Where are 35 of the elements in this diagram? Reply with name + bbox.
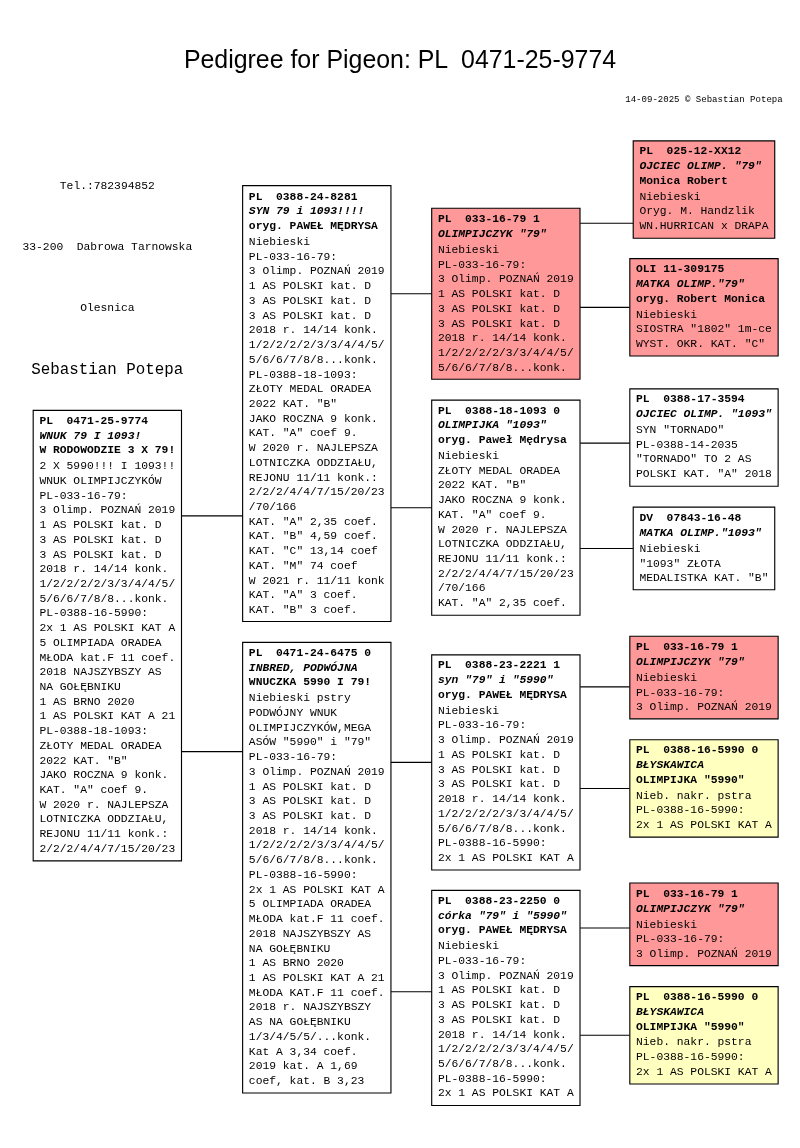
node-box: PL 0388-17-3594 OJCIEC OLIMP. "1093" SYN "TORNADO" PL-0388-14-2035 "TORNADO" TO 2 AS POLSKI KAT. "A" 2018 <box>629 387 779 487</box>
connector <box>181 750 244 752</box>
label: Olesnica <box>80 301 135 314</box>
connector <box>579 926 631 929</box>
node-box: PL 0471-24-6475 0 INBRED, PODWÓJNA WNUCZKA 5990 I 79! Niebieski pstry PODWÓJNY WNUK OLIMPIJCZYKÓW,MEGA ASÓW "5990" i "79" PL-033-16-79: 3 Olimp. POZNAŃ 2019 1 AS POLSKI kat. D 3 AS POLSKI kat. D 3 AS POLSKI kat. D 2018 r. 14/14 konk. 1/2/2/2/2/3/3/4/4/5/ 5/6/6/7/8/8...konk. PL-0388-16-5990: 2x 1 AS POLSKI KAT A 5 OLIMPIADA ORADEA MŁODA kat.F 11 coef. 2018 NAJSZYBSZY AS NA GOŁĘBNIKU 1 AS BRNO 2020 1 AS POLSKI KAT A 21 MŁODA KAT.F 11 coef. 2018 r. NAJSZYBSZY AS NA GOŁĘBNIKU 1/3/4/5/5/...konk. Kat A 3,34 coef. 2019 kat. A 1,69 coef, kat. B 3,23 <box>242 641 392 1094</box>
connector <box>579 547 634 549</box>
node-box: PL 0388-16-5990 0 BŁYSKAWICA OLIMPIJKA "5990" Nieb. nakr. pstra PL-0388-16-5990: 2x 1 AS POLSKI KAT A <box>629 738 779 838</box>
connector <box>390 506 433 508</box>
node-box: OLI 11-309175 MATKA OLIMP."79" oryg. Robert Monica Niebieski SIOSTRA "1802" 1m-ce WYST. OKR. KAT. "C" <box>629 257 779 357</box>
node-box: PL 0388-24-8281 SYN 79 i 1093!!!! oryg. PAWEŁ MĘDRYSA Niebieski PL-033-16-79: 3 Olimp. POZNAŃ 2019 1 AS POLSKI kat. D 3 AS POLSKI kat. D 3 AS POLSKI kat. D 2018 r. 14/14 konk. 1/2/2/2/2/3/3/4/4/5/ 5/6/6/7/8/8...konk. PL-0388-18-1093: ZŁOTY MEDAL ORADEA 2022 KAT. "B" JAKO ROCZNA 9 konk. KAT. "A" coef 9. W 2020 r. NAJLEPSZA LOTNICZKA ODDZIAŁU, REJONU 11/11 konk.: 2/2/2/4/4/7/15/20/23 /70/166 KAT. "A" 2,35 coef. KAT. "B" 4,59 coef. KAT. "C" 13,14 coef KAT. "M" 74 coef W 2021 r. 11/11 konk KAT. "A" 3 coef. KAT. "B" 3 coef. <box>242 184 392 622</box>
connector <box>579 685 631 687</box>
node-box: PL 0388-23-2221 1 syn "79" i "5990" oryg. PAWEŁ MĘDRYSA Niebieski PL-033-16-79: 3 Olimp. POZNAŃ 2019 1 AS POLSKI kat. D 3 AS POLSKI kat. D 3 AS POLSKI kat. D 2018 r. 14/14 konk. 1/2/2/2/2/3/3/4/4/5/ 5/6/6/7/8/8...konk. PL-0388-16-5990: 2x 1 AS POLSKI KAT A <box>431 653 581 871</box>
node-box: PL 0388-18-1093 0 OLIMPIJKA "1093" oryg. Paweł Mędrysa Niebieski ZŁOTY MEDAL ORADEA 2022 KAT. "B" JAKO ROCZNA 9 konk. KAT. "A" coef 9. W 2020 r. NAJLEPSZA LOTNICZKA ODDZIAŁU, REJONU 11/11 konk.: 2/2/2/4/4/7/15/20/23 /70/166 KAT. "A" 2,35 coef. <box>431 399 581 616</box>
label: Tel.:782394852 <box>59 179 155 192</box>
connector <box>579 306 631 308</box>
label: 14-09-2025 © Sebastian Potepa <box>625 93 783 105</box>
label: 33-200 Dabrowa Tarnowska <box>22 240 193 253</box>
node-box: PL 0471-25-9774 WNUK 79 I 1093! W RODOWODZIE 3 X 79! 2 X 5990!!! I 1093!! WNUK OLIMPIJCZYKÓW PL-033-16-79: 3 Olimp. POZNAŃ 2019 1 AS POLSKI kat. D 3 AS POLSKI kat. D 3 AS POLSKI kat. D 2018 r. 14/14 konk. 1/2/2/2/2/3/3/4/4/5/ 5/6/6/7/8/8...konk. PL-0388-16-5990: 2x 1 AS POLSKI KAT A 5 OLIMPIADA ORADEA MŁODA kat.F 11 coef. 2018 NAJSZYBSZY AS NA GOŁĘBNIKU 1 AS BRNO 2020 1 AS POLSKI KAT A 21 PL-0388-18-1093: ZŁOTY MEDAL ORADEA 2022 KAT. "B" JAKO ROCZNA 9 konk. KAT. "A" coef 9. W 2020 r. NAJLEPSZA LOTNICZKA ODDZIAŁU, REJONU 11/11 konk.: 2/2/2/4/4/7/15/20/23 <box>32 409 183 861</box>
node-box: DV 07843-16-48 MATKA OLIMP."1093" Niebieski "1093" ZŁOTA MEDALISTKA KAT. "B" <box>632 506 776 590</box>
connector <box>579 1034 631 1036</box>
connector <box>390 761 433 763</box>
node-box: PL 033-16-79 1 OLIMPIJCZYK "79" Niebieski PL-033-16-79: 3 Olimp. POZNAŃ 2019 1 AS POLSKI kat. D 3 AS POLSKI kat. D 3 AS POLSKI kat. D 2018 r. 14/14 konk. 1/2/2/2/2/3/3/4/4/5/ 5/6/6/7/8/8...konk. <box>431 207 581 380</box>
node-box: PL 0388-16-5990 0 BŁYSKAWICA OLIMPIJKA "5990" Nieb. nakr. pstra PL-0388-16-5990: 2x 1 AS POLSKI KAT A <box>629 985 779 1085</box>
connector <box>579 442 631 444</box>
diagram-title: Pedigree for Pigeon: PL 0471-25-9774 <box>183 44 617 73</box>
node-box: PL 0388-23-2250 0 córka "79" i "5990" oryg. PAWEŁ MĘDRYSA Niebieski PL-033-16-79: 3 Olimp. POZNAŃ 2019 1 AS POLSKI kat. D 3 AS POLSKI kat. D 3 AS POLSKI kat. D 2018 r. 14/14 konk. 1/2/2/2/2/3/3/4/4/5/ 5/6/6/7/8/8...konk. PL-0388-16-5990: 2x 1 AS POLSKI KAT A <box>431 889 581 1106</box>
node-box: PL 025-12-XX12 OJCIEC OLIMP. "79" Monica Robert Niebieski Oryg. M. Handzlik WN.HURRICAN x DRAPA <box>632 139 776 239</box>
node-box: PL 033-16-79 1 OLIMPIJCZYK "79" Niebieski PL-033-16-79: 3 Olimp. POZNAŃ 2019 <box>629 881 779 966</box>
connector <box>181 514 244 516</box>
connector <box>390 990 433 992</box>
label: Sebastian Potepa <box>31 360 184 379</box>
node-box: PL 033-16-79 1 OLIMPIJCZYK "79" Niebieski PL-033-16-79: 3 Olimp. POZNAŃ 2019 <box>629 635 779 719</box>
connector <box>579 222 634 224</box>
connector <box>390 292 433 294</box>
connector <box>579 787 631 789</box>
